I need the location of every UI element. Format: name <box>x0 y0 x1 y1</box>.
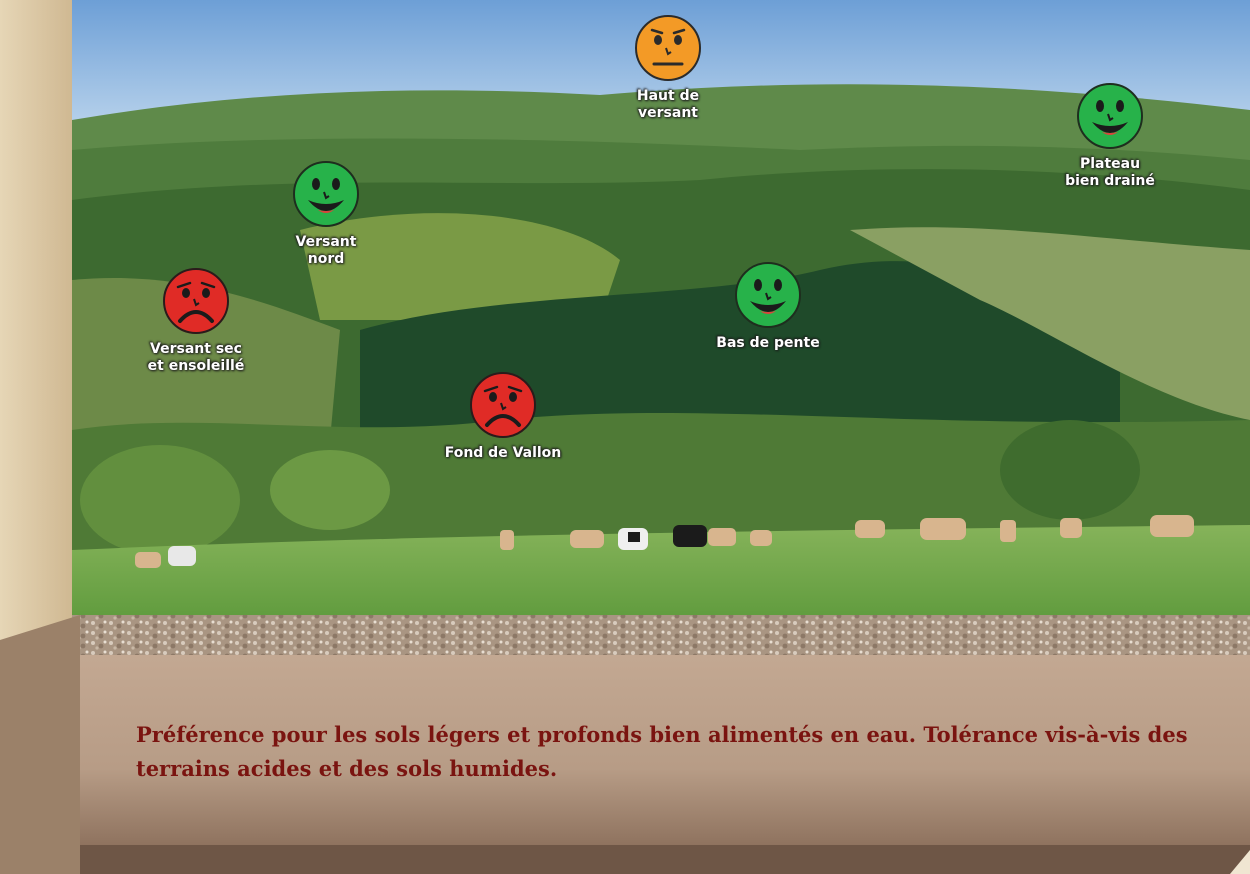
soil-preference-caption: Préférence pour les sols légers et profo… <box>136 722 1188 781</box>
marker-label-plateau: Plateau bien drainé <box>1065 156 1155 189</box>
marker-label-haut-de-versant: Haut de versant <box>636 88 700 121</box>
happy-face-icon <box>293 161 359 227</box>
sad-face-icon <box>470 372 536 438</box>
marker-label-bas-de-pente: Bas de pente <box>716 335 820 351</box>
marker-label-versant-sec: Versant sec et ensoleillé <box>147 341 245 374</box>
happy-face-icon <box>735 262 801 328</box>
marker-plateau: Plateau bien drainé <box>1040 82 1180 190</box>
marker-label-versant-nord: Versant nord <box>295 234 357 267</box>
marker-versant-nord: Versant nord <box>256 160 396 268</box>
marker-versant-sec: Versant sec et ensoleillé <box>126 267 266 375</box>
marker-fond-de-vallon: Fond de Vallon <box>433 371 573 462</box>
happy-face-icon <box>1077 83 1143 149</box>
neutral-face-icon <box>635 15 701 81</box>
marker-label-fond-de-vallon: Fond de Vallon <box>444 445 562 461</box>
marker-haut-de-versant: Haut de versant <box>598 14 738 122</box>
sad-face-icon <box>163 268 229 334</box>
marker-bas-de-pente: Bas de pente <box>698 261 838 352</box>
